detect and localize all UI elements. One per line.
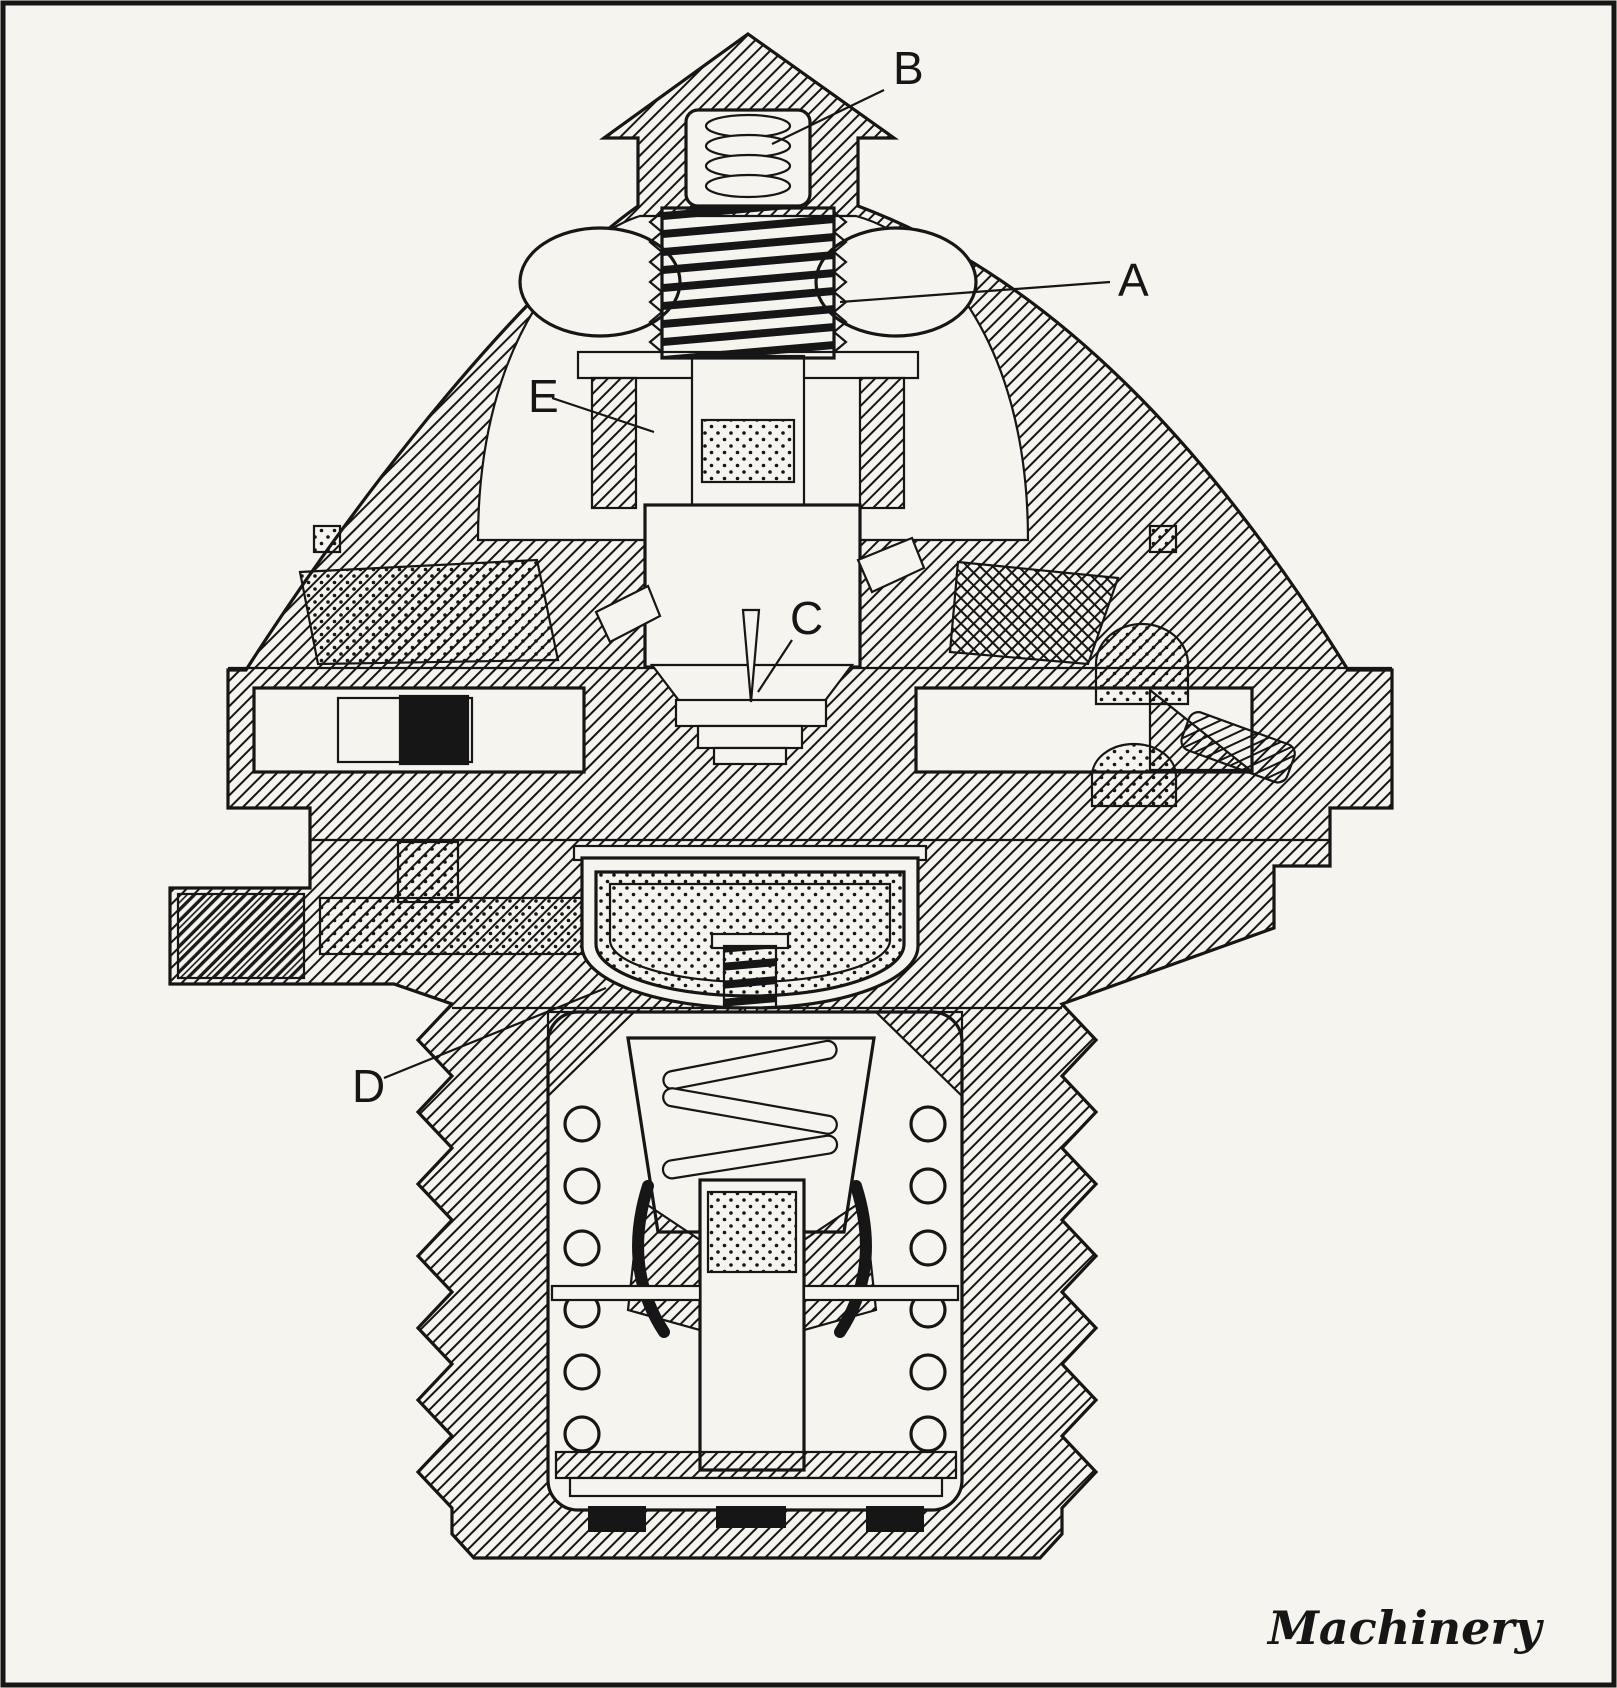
rotor-arm-right	[856, 536, 926, 594]
corner-plug-right	[1148, 524, 1178, 554]
seat-step-3	[712, 746, 788, 766]
sheared-pin-block	[398, 694, 470, 766]
leader-line-d	[383, 986, 607, 1080]
spring-b-coil	[704, 153, 792, 179]
collar-lobe-left	[518, 226, 682, 338]
slant-spring-2	[662, 1087, 838, 1135]
divider-plate-right	[802, 1284, 960, 1302]
credit-text: Machinery	[1266, 1601, 1545, 1655]
collar-lobe-right	[814, 226, 978, 338]
lever-left	[632, 1180, 670, 1338]
central-chamber	[594, 503, 926, 766]
callout-label-c: C	[790, 592, 823, 644]
top-cap	[684, 108, 812, 208]
primer-cup-d	[572, 844, 928, 1087]
powder-channel-horizontal	[318, 896, 618, 956]
spindle-powder	[706, 1190, 798, 1274]
slant-spring-3	[661, 1134, 839, 1180]
threaded-stem-a	[648, 206, 848, 510]
threaded-boss	[176, 892, 306, 980]
seat-step-2	[696, 724, 804, 750]
leader-line-b	[771, 89, 885, 145]
diagonal-pin-body	[1180, 711, 1296, 784]
base-foot-left	[588, 1506, 646, 1532]
chamber-corner-right	[873, 1010, 964, 1099]
spring-b-coil	[704, 113, 792, 139]
main-spring-coil	[909, 1353, 947, 1391]
stem-teeth-left	[648, 211, 664, 353]
callout-label-b: B	[893, 42, 924, 94]
callouts: B A E C D	[352, 42, 1149, 1112]
main-spring-coil	[563, 1167, 601, 1205]
powder-channel-vertical	[396, 840, 460, 904]
leader-line-c	[757, 639, 793, 693]
chamber-corner-left	[546, 1010, 637, 1099]
rotor-arm-left	[594, 584, 662, 644]
stem-threads	[660, 206, 836, 360]
base-foot-center	[716, 1506, 786, 1528]
lever-right	[834, 1180, 872, 1338]
leader-line-e	[551, 396, 655, 434]
seat-step-1	[674, 698, 828, 728]
main-spring-coil	[563, 1415, 601, 1453]
arch-pocket-lower	[1090, 742, 1178, 808]
main-spring-coil	[563, 1353, 601, 1391]
leader-line-a	[839, 280, 1111, 304]
fuze-body-silhouette	[168, 32, 1394, 1560]
stem-rod-powder	[700, 418, 796, 484]
flange-column-left	[590, 376, 638, 510]
arch-pocket-upper	[1094, 622, 1190, 706]
callout-label-a: A	[1118, 254, 1149, 306]
hatched-wedge-right	[948, 560, 1120, 666]
lower-body	[546, 1010, 964, 1532]
firing-pin-c	[741, 608, 761, 703]
powder-train	[176, 840, 618, 980]
main-spring-coil	[909, 1105, 947, 1143]
main-spring-coil	[909, 1229, 947, 1267]
flange-column-right	[858, 376, 906, 510]
main-spring-coil	[563, 1229, 601, 1267]
callout-label-d: D	[352, 1060, 385, 1112]
main-spring-coil	[909, 1167, 947, 1205]
main-spring-coil	[563, 1105, 601, 1143]
stem-teeth-right	[832, 211, 848, 353]
base-plate	[568, 1476, 944, 1498]
main-spring-coil	[909, 1415, 947, 1453]
spring-b-coil	[704, 133, 792, 159]
base-plate-hatched	[554, 1450, 958, 1480]
callout-label-e: E	[528, 370, 559, 422]
spring-b-coil	[704, 173, 792, 199]
diagonal-pin	[1180, 711, 1296, 784]
stem-collar	[518, 226, 978, 510]
adjusting-screw	[722, 944, 778, 1010]
powder-wedge-left	[298, 558, 560, 666]
corner-plug-left	[312, 524, 342, 554]
divider-plate-left	[550, 1284, 702, 1302]
slant-spring-1	[662, 1039, 838, 1091]
base-foot-right	[866, 1506, 924, 1532]
mid-band	[252, 622, 1296, 808]
